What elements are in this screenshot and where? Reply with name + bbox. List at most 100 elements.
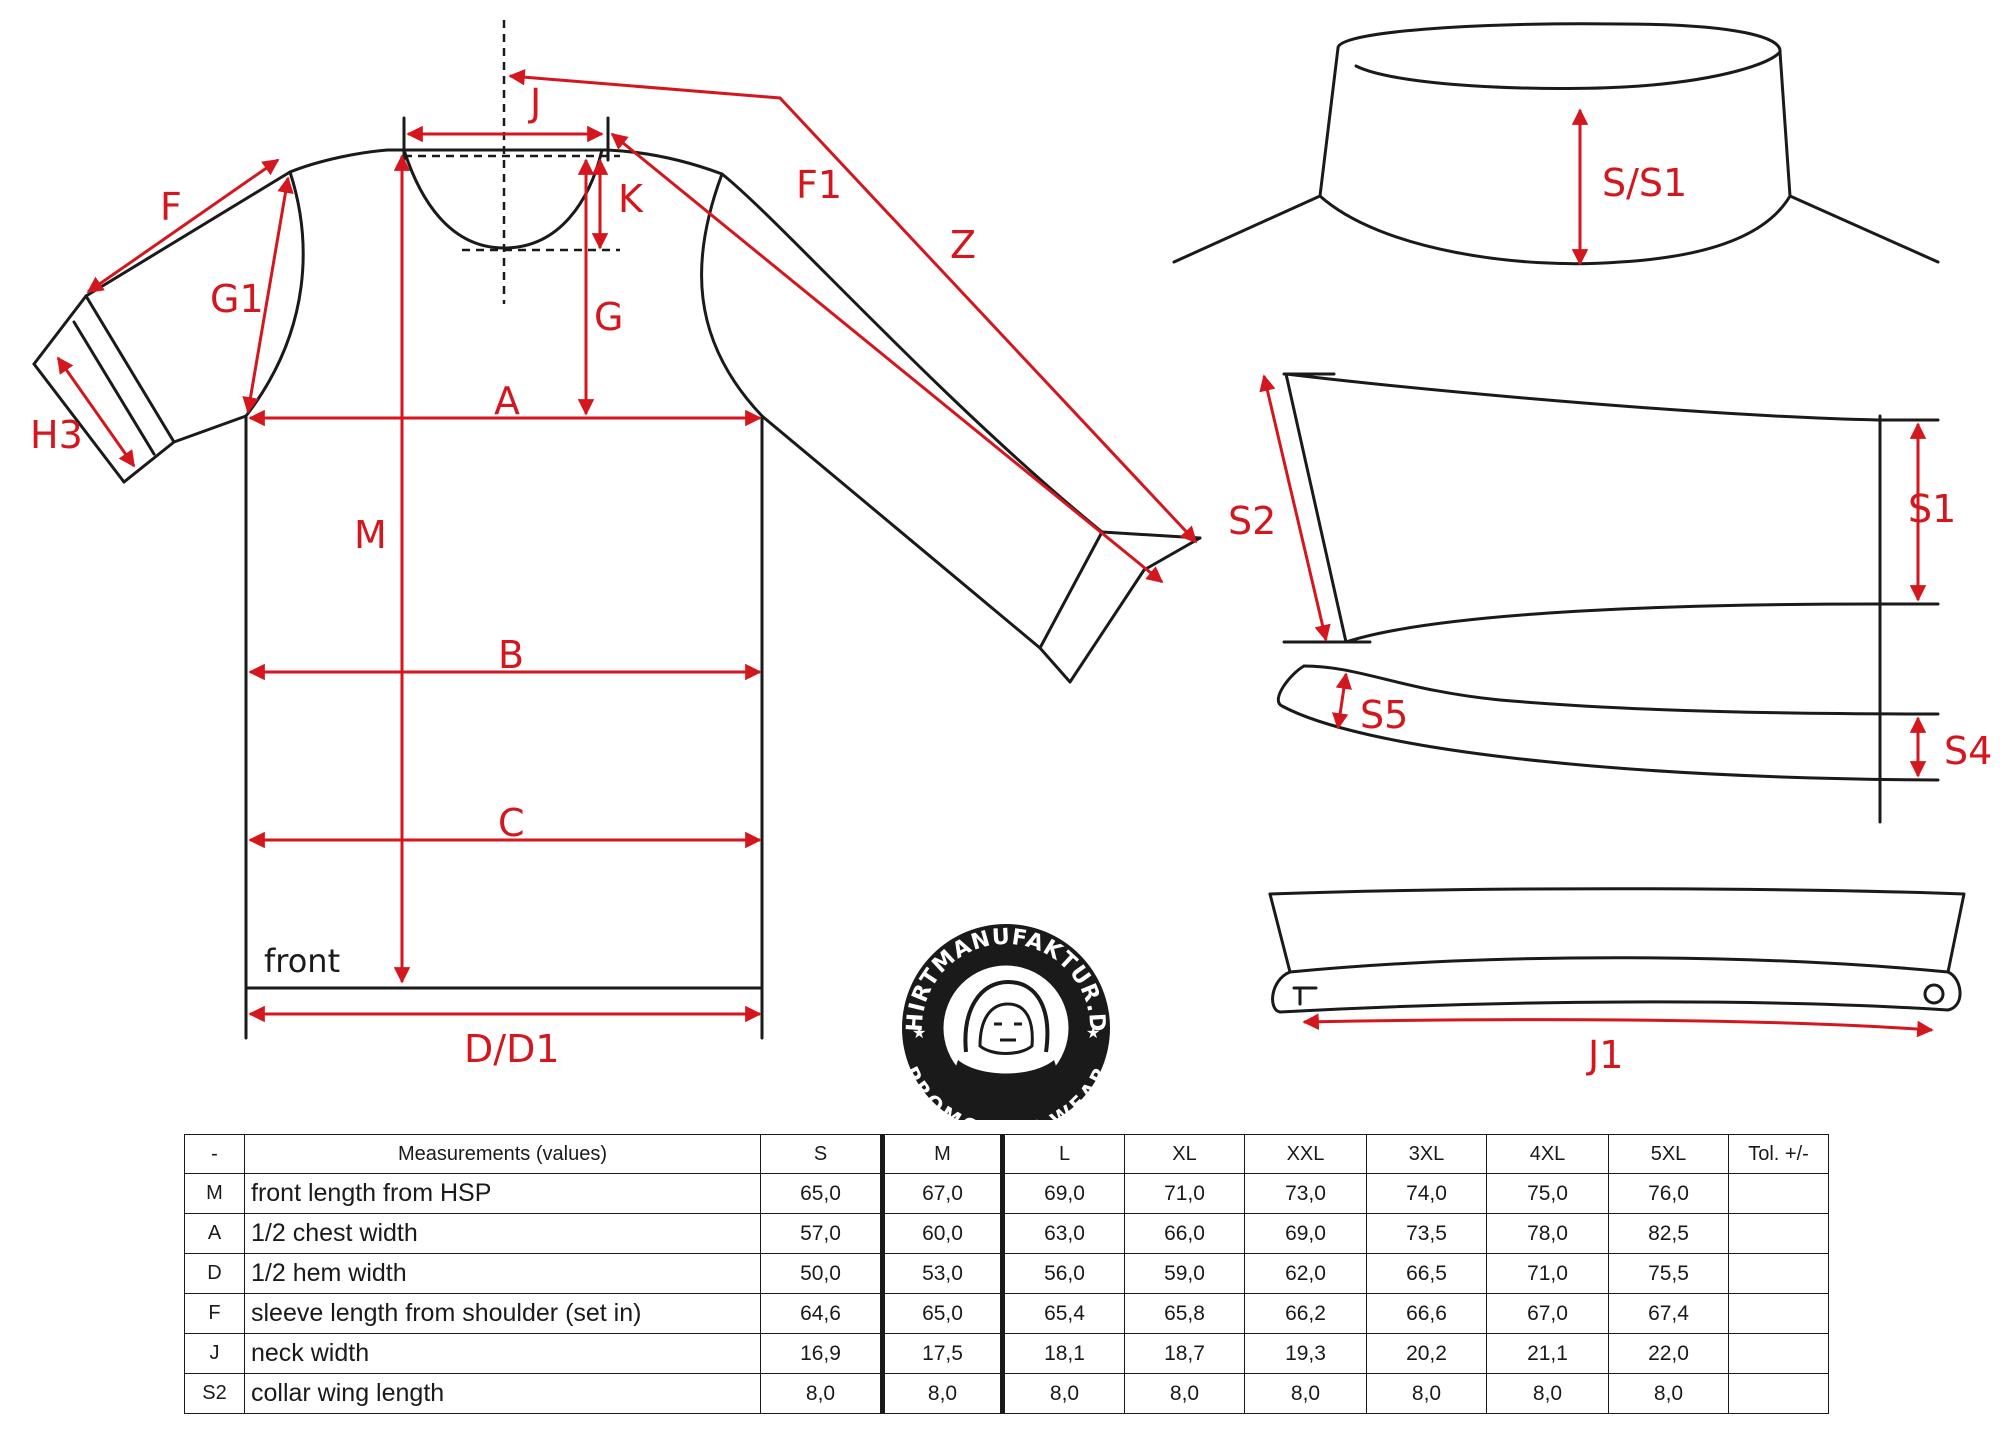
header-size-3xl: 3XL <box>1366 1134 1487 1174</box>
label-F1: F1 <box>796 163 842 207</box>
row-tolerance <box>1728 1333 1829 1374</box>
row-value: 67,0 <box>1486 1293 1609 1334</box>
label-H3: H3 <box>30 413 83 457</box>
logo-top-text: SHIRTMANUFAKTUR.DE <box>0 0 1109 1033</box>
row-value: 8,0 <box>1244 1373 1367 1414</box>
header-measurements: Measurements (values) <box>244 1134 761 1174</box>
row-value: 8,0 <box>1486 1373 1609 1414</box>
collar-band-drawing: S5 S4 <box>1276 664 1992 782</box>
header-size-xl: XL <box>1124 1134 1245 1174</box>
row-label: 1/2 chest width <box>244 1213 761 1254</box>
shirt-front-outline <box>32 116 1202 1040</box>
label-S1: S1 <box>1908 487 1956 531</box>
row-value: 65,0 <box>880 1293 1003 1334</box>
row-value: 8,0 <box>1608 1373 1729 1414</box>
header-code: - <box>184 1134 245 1174</box>
shirtmanufaktur-logo: SHIRTMANUFAKTUR.DE PROMOTION-WEAR ★ ★ <box>0 0 1112 1120</box>
label-S4: S4 <box>1944 729 1992 773</box>
label-J1: J1 <box>1586 1033 1623 1077</box>
row-value: 8,0 <box>1000 1373 1125 1414</box>
row-value: 22,0 <box>1608 1333 1729 1374</box>
row-value: 74,0 <box>1366 1173 1487 1214</box>
header-size-4xl: 4XL <box>1486 1134 1609 1174</box>
row-label: 1/2 hem width <box>244 1253 761 1294</box>
row-value: 18,7 <box>1124 1333 1245 1374</box>
row-value: 18,1 <box>1000 1333 1125 1374</box>
label-J: J <box>528 81 541 125</box>
row-value: 8,0 <box>880 1373 1003 1414</box>
row-value: 71,0 <box>1124 1173 1245 1214</box>
row-value: 64,6 <box>760 1293 883 1334</box>
row-value: 63,0 <box>1000 1213 1125 1254</box>
row-value: 57,0 <box>760 1213 883 1254</box>
row-tolerance <box>1728 1173 1829 1214</box>
row-value: 53,0 <box>880 1253 1003 1294</box>
row-value: 73,5 <box>1366 1213 1487 1254</box>
row-value: 60,0 <box>880 1213 1003 1254</box>
neck-band-drawing: J1 <box>1268 887 1966 1077</box>
header-size-m: M <box>880 1134 1003 1174</box>
svg-text:★: ★ <box>1086 1023 1100 1042</box>
row-value: 82,5 <box>1608 1213 1729 1254</box>
row-value: 69,0 <box>1000 1173 1125 1214</box>
row-value: 66,2 <box>1244 1293 1367 1334</box>
header-size-xxl: XXL <box>1244 1134 1367 1174</box>
row-value: 62,0 <box>1244 1253 1367 1294</box>
row-value: 8,0 <box>760 1373 883 1414</box>
row-label: front length from HSP <box>244 1173 761 1214</box>
collar-stand-drawing: S/S1 <box>1172 22 1940 266</box>
neck-guides <box>404 20 620 304</box>
row-value: 17,5 <box>880 1333 1003 1374</box>
label-S-S1: S/S1 <box>1602 161 1687 205</box>
row-value: 67,0 <box>880 1173 1003 1214</box>
label-A: A <box>494 379 520 423</box>
row-value: 75,5 <box>1608 1253 1729 1294</box>
row-value: 8,0 <box>1124 1373 1245 1414</box>
label-Z: Z <box>950 223 976 267</box>
row-value: 19,3 <box>1244 1333 1367 1374</box>
table-header-row: - Measurements (values) S M L XL XXL 3XL… <box>184 1134 1829 1174</box>
row-value: 73,0 <box>1244 1173 1367 1214</box>
row-value: 66,0 <box>1124 1213 1245 1254</box>
label-C: C <box>498 801 525 845</box>
label-B: B <box>498 633 524 677</box>
collar-piece-drawing: S2 S1 <box>1228 372 1956 824</box>
row-tolerance <box>1728 1213 1829 1254</box>
row-value: 67,4 <box>1608 1293 1729 1334</box>
header-tolerance: Tol. +/- <box>1728 1134 1829 1174</box>
row-value: 78,0 <box>1486 1213 1609 1254</box>
row-value: 16,9 <box>760 1333 883 1374</box>
size-table: - Measurements (values) S M L XL XXL 3XL… <box>184 1134 1829 1414</box>
row-tolerance <box>1728 1373 1829 1414</box>
label-G1: G1 <box>210 277 264 321</box>
technical-drawing: J K F F1 Z G1 G H3 A M B C front D/D1 S/… <box>0 0 1993 1120</box>
label-S5: S5 <box>1360 693 1408 737</box>
row-label: neck width <box>244 1333 761 1374</box>
row-value: 66,5 <box>1366 1253 1487 1294</box>
label-S2: S2 <box>1228 499 1276 543</box>
label-M: M <box>354 513 387 557</box>
row-value: 20,2 <box>1366 1333 1487 1374</box>
row-value: 50,0 <box>760 1253 883 1294</box>
svg-text:★: ★ <box>912 1023 926 1042</box>
row-value: 65,0 <box>760 1173 883 1214</box>
row-code: F <box>184 1293 245 1334</box>
header-size-5xl: 5XL <box>1608 1134 1729 1174</box>
dimension-lines-shirt <box>56 68 1198 1023</box>
label-D-D1: D/D1 <box>464 1027 560 1071</box>
row-value: 65,4 <box>1000 1293 1125 1334</box>
row-code: J <box>184 1333 245 1374</box>
row-tolerance <box>1728 1293 1829 1334</box>
label-front: front <box>264 942 340 980</box>
row-value: 76,0 <box>1608 1173 1729 1214</box>
row-label: sleeve length from shoulder (set in) <box>244 1293 761 1334</box>
row-code: A <box>184 1213 245 1254</box>
label-G: G <box>594 295 623 339</box>
row-value: 8,0 <box>1366 1373 1487 1414</box>
